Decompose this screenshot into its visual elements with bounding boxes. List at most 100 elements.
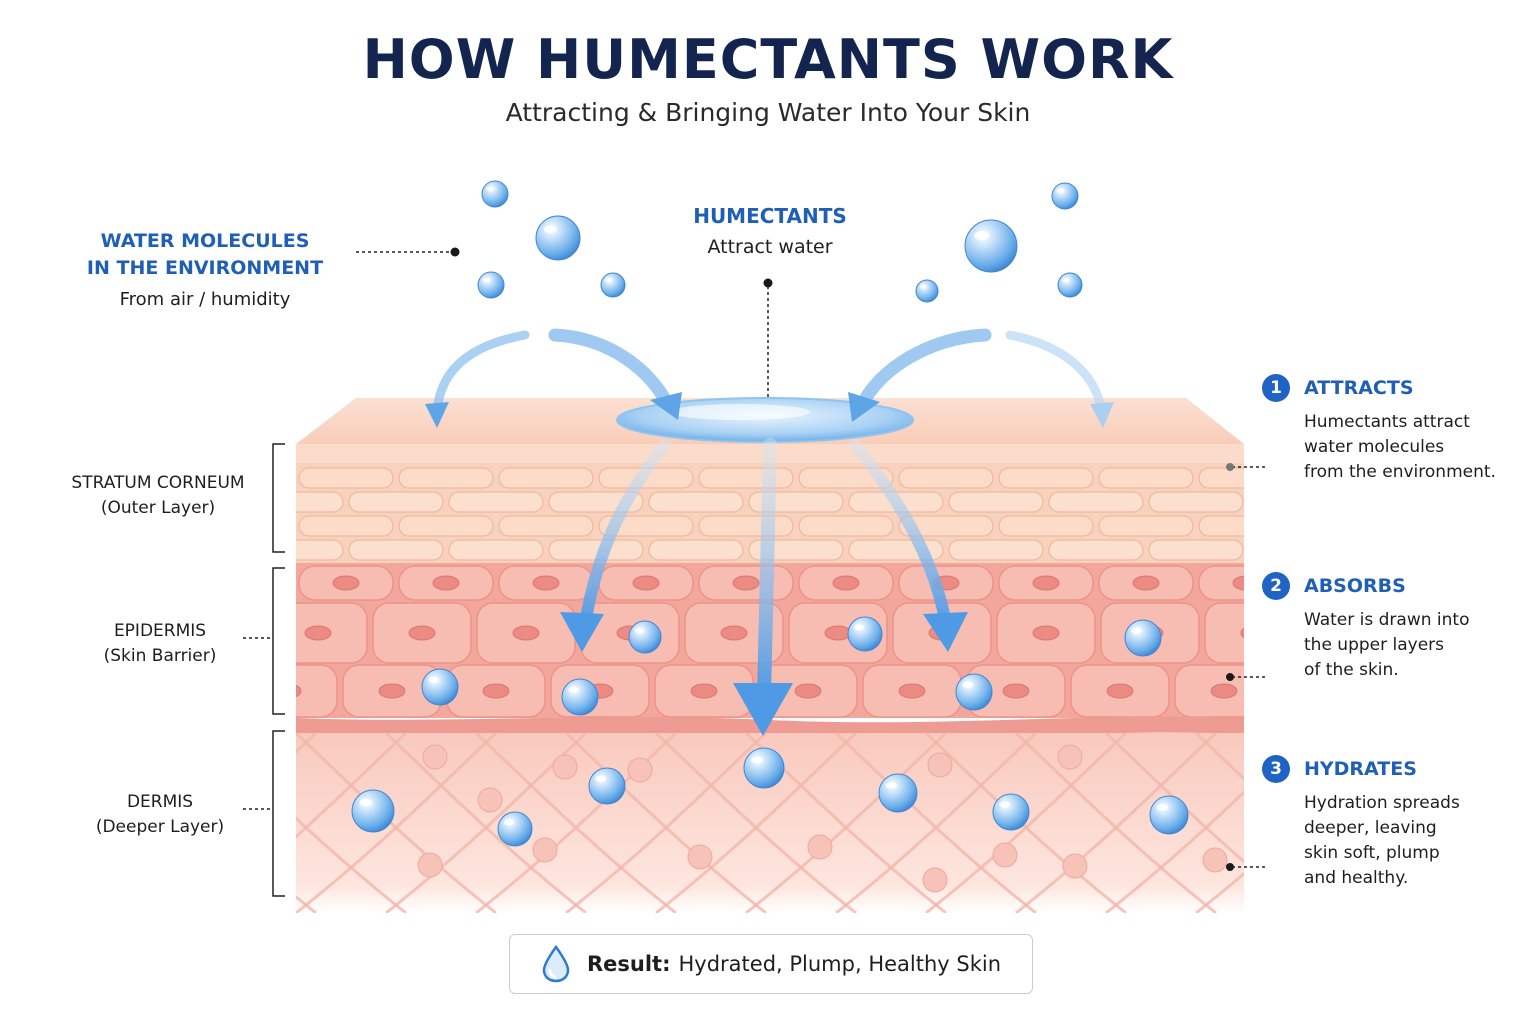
collagen-fiber <box>296 733 408 839</box>
result-label: Result: <box>586 952 671 976</box>
step-number-badge: 3 <box>1262 755 1290 783</box>
water-molecule <box>915 279 939 303</box>
dermis-fibers <box>0 733 1244 913</box>
step-description: Water is drawn into the upper layers of … <box>1304 610 1470 680</box>
collagen-fiber <box>1194 733 1244 781</box>
water-molecule-highlight <box>486 186 495 192</box>
cell-nucleus <box>378 683 406 699</box>
step-description: Hydration spreads deeper, leaving skin s… <box>1304 793 1460 888</box>
cell-nucleus <box>794 683 822 699</box>
corneocyte <box>498 515 594 537</box>
result-text: Hydrated, Plump, Healthy Skin <box>678 952 1002 976</box>
dermal-cell <box>1202 847 1228 873</box>
step-number-badge: 2 <box>1262 572 1290 600</box>
step-title: ABSORBS <box>1304 575 1406 597</box>
step-title: HYDRATES <box>1304 758 1417 780</box>
water-molecule-highlight <box>1056 188 1065 194</box>
corneocyte <box>298 467 394 489</box>
water-molecule <box>847 616 883 652</box>
collagen-fiber <box>0 733 46 913</box>
dermal-cell <box>1062 853 1088 879</box>
result-box: Result: Hydrated, Plump, Healthy Skin <box>509 934 1033 994</box>
step-number-badge: 1 <box>1262 374 1290 402</box>
collagen-fiber <box>1104 733 1244 864</box>
layer-name: DERMIS <box>126 792 194 812</box>
cell-nucleus <box>1210 683 1238 699</box>
dermal-cell <box>532 837 558 863</box>
step-attracts: 1 ATTRACTS Humectants attract water mole… <box>1262 374 1522 485</box>
dermal-cell <box>687 844 713 870</box>
epidermal-cell <box>296 664 338 718</box>
corneocyte <box>998 515 1094 537</box>
cell-nucleus <box>1240 627 1244 639</box>
epidermal-cell <box>1204 602 1244 664</box>
corneocyte <box>1198 515 1244 537</box>
water-molecule <box>477 271 505 299</box>
water-molecule-highlight <box>428 676 440 684</box>
dermal-cell <box>477 787 503 813</box>
cell-nucleus <box>824 625 852 641</box>
collagen-fiber <box>1015 733 1218 913</box>
water-molecule-highlight <box>634 627 645 634</box>
corneocyte <box>698 467 794 489</box>
dermal-cell <box>422 744 448 770</box>
water-molecule-highlight <box>605 278 613 283</box>
corneocyte <box>898 467 994 489</box>
water-molecule-highlight <box>751 756 763 764</box>
step-hydrates: 3 HYDRATES Hydration spreads deeper, lea… <box>1262 755 1522 891</box>
water-molecule <box>561 678 599 716</box>
dermal-cell <box>1057 744 1083 770</box>
dermal-cell <box>922 867 948 893</box>
corneocyte <box>1148 491 1244 513</box>
cell-nucleus <box>332 575 360 591</box>
collagen-fiber <box>745 733 948 913</box>
water-molecule-highlight <box>919 284 927 289</box>
collagen-fiber <box>0 733 46 913</box>
water-molecule <box>743 747 785 789</box>
collagen-fiber <box>925 733 1128 913</box>
cell-nucleus <box>512 625 540 641</box>
leader-dots <box>450 247 1234 871</box>
layer-label-epidermis: EPIDERMIS (Skin Barrier) <box>60 619 260 669</box>
corneocyte <box>348 539 444 561</box>
corneocyte <box>1048 539 1144 561</box>
cell-nucleus <box>732 575 760 591</box>
step-absorbs: 2 ABSORBS Water is drawn into the upper … <box>1262 572 1522 683</box>
collagen-fiber <box>1195 871 1244 913</box>
collagen-fiber <box>474 733 677 913</box>
stratum-corneum-cells <box>296 467 1244 561</box>
layer-name: EPIDERMIS <box>113 621 207 641</box>
environment-label: WATER MOLECULES IN THE ENVIRONMENT From … <box>70 228 340 313</box>
cell-nucleus <box>1032 575 1060 591</box>
water-molecule <box>600 272 626 298</box>
humectants-note: Attract water <box>707 236 833 258</box>
dermal-cell <box>627 757 653 783</box>
basement-membrane <box>296 716 1244 739</box>
water-molecule-highlight <box>359 798 372 807</box>
corneocyte <box>448 539 544 561</box>
corneocyte <box>298 515 394 537</box>
environment-note: From air / humidity <box>119 289 291 310</box>
corneocyte <box>398 467 494 489</box>
cell-nucleus <box>482 683 510 699</box>
cell-nucleus <box>832 575 860 591</box>
corneocyte <box>348 491 444 513</box>
corneocyte <box>448 491 544 513</box>
cell-nucleus <box>304 625 332 641</box>
cell-nucleus <box>1132 575 1160 591</box>
attract-arrows <box>425 328 1114 428</box>
layer-note: (Skin Barrier) <box>103 646 217 666</box>
step-description: Humectants attract water molecules from … <box>1304 412 1496 482</box>
water-molecule <box>535 215 581 261</box>
water-molecule-highlight <box>543 225 557 234</box>
water-molecule <box>1149 795 1189 835</box>
water-molecule-highlight <box>568 686 580 694</box>
collagen-fiber <box>1014 733 1217 913</box>
cell-nucleus <box>532 575 560 591</box>
water-drop-icon <box>542 945 570 983</box>
cell-nucleus <box>432 575 460 591</box>
collagen-fiber <box>565 733 768 913</box>
cell-nucleus <box>690 683 718 699</box>
humectants-title: HUMECTANTS <box>693 204 847 228</box>
leader-lines <box>356 251 1266 868</box>
